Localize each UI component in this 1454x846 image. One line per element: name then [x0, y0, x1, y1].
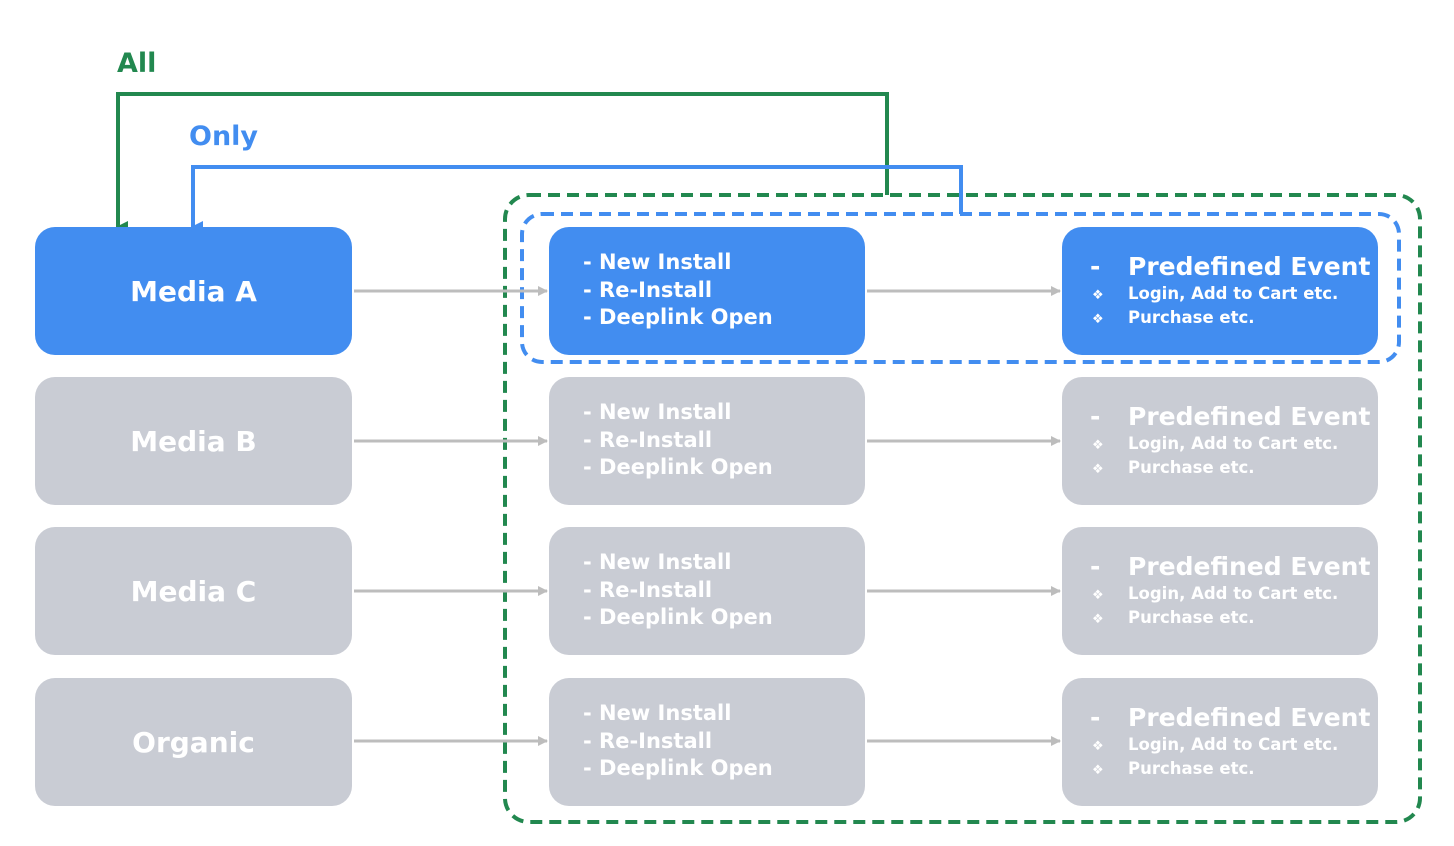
predefined-item-purchase: Purchase etc. [1128, 458, 1255, 477]
diamond-bullet-icon: ❖ [1092, 438, 1104, 453]
event-new-install: - New Install [583, 701, 732, 725]
event-new-install: - New Install [583, 550, 732, 574]
event-deeplink-open: - Deeplink Open [583, 756, 773, 780]
diamond-bullet-icon: ❖ [1092, 763, 1104, 778]
event-re-install: - Re-Install [583, 728, 713, 753]
event-re-install: - Re-Install [583, 577, 713, 602]
only-connector [191, 165, 963, 233]
media-c-label: Media C [130, 574, 257, 608]
event-new-install: - New Install [583, 400, 732, 424]
media-c-predefined-box[interactable]: -Predefined Event ❖ Login, Add to Cart et… [1062, 527, 1378, 655]
diamond-bullet-icon: ❖ [1092, 288, 1104, 303]
diamond-bullet-icon: ❖ [1092, 612, 1104, 627]
media-a-events-box[interactable]: - New Install - Re-Install - Deeplink Op… [549, 227, 865, 355]
predefined-item-login: Login, Add to Cart etc. [1128, 284, 1339, 303]
event-deeplink-open: - Deeplink Open [583, 305, 773, 329]
media-a-predefined-box[interactable]: -Predefined Event ❖ Login, Add to Cart et… [1062, 227, 1378, 355]
predefined-title: Predefined Event [1128, 252, 1371, 281]
event-re-install: - Re-Install [583, 277, 713, 302]
media-a-label: Media A [130, 274, 257, 308]
media-b-label: Media B [130, 424, 257, 458]
media-c-box[interactable]: Media C [35, 527, 352, 655]
diamond-bullet-icon: ❖ [1092, 739, 1104, 754]
media-c-events-box[interactable]: - New Install - Re-Install - Deeplink Op… [549, 527, 865, 655]
predefined-item-login: Login, Add to Cart etc. [1128, 584, 1339, 603]
event-new-install: - New Install [583, 250, 732, 274]
predefined-title: Predefined Event [1128, 552, 1371, 581]
predefined-dash: - [1090, 252, 1101, 281]
media-a-box[interactable]: Media A [35, 227, 352, 355]
predefined-item-purchase: Purchase etc. [1128, 308, 1255, 327]
media-b-predefined-box[interactable]: -Predefined Event ❖ Login, Add to Cart et… [1062, 377, 1378, 505]
organic-label: Organic [132, 725, 255, 759]
only-label: Only [189, 121, 259, 152]
media-b-box[interactable]: Media B [35, 377, 352, 505]
predefined-dash: - [1090, 703, 1101, 732]
organic-events-box[interactable]: - New Install - Re-Install - Deeplink Op… [549, 678, 865, 806]
diamond-bullet-icon: ❖ [1092, 312, 1104, 327]
diamond-bullet-icon: ❖ [1092, 462, 1104, 477]
organic-predefined-box[interactable]: -Predefined Event ❖ Login, Add to Cart et… [1062, 678, 1378, 806]
predefined-item-purchase: Purchase etc. [1128, 608, 1255, 627]
diamond-bullet-icon: ❖ [1092, 588, 1104, 603]
all-connector [116, 92, 889, 233]
event-deeplink-open: - Deeplink Open [583, 605, 773, 629]
event-re-install: - Re-Install [583, 427, 713, 452]
predefined-title: Predefined Event [1128, 402, 1371, 431]
predefined-title: Predefined Event [1128, 703, 1371, 732]
all-label: All [117, 48, 157, 79]
organic-box[interactable]: Organic [35, 678, 352, 806]
predefined-item-login: Login, Add to Cart etc. [1128, 434, 1339, 453]
event-deeplink-open: - Deeplink Open [583, 455, 773, 479]
predefined-item-login: Login, Add to Cart etc. [1128, 735, 1339, 754]
media-b-events-box[interactable]: - New Install - Re-Install - Deeplink Op… [549, 377, 865, 505]
predefined-dash: - [1090, 402, 1101, 431]
predefined-item-purchase: Purchase etc. [1128, 759, 1255, 778]
predefined-dash: - [1090, 552, 1101, 581]
